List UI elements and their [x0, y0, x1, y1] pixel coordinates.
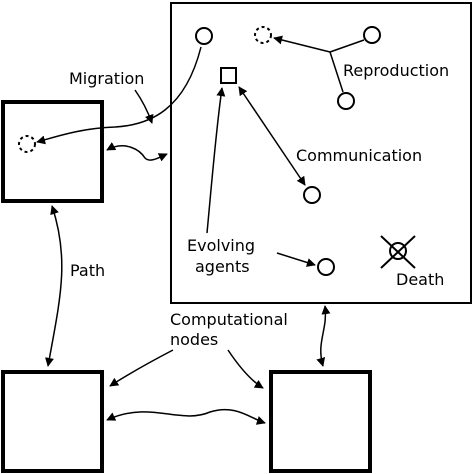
computational-arrow-right: [227, 349, 264, 389]
migration-label: Migration: [69, 69, 144, 88]
evolving-arrow-circle: [276, 252, 316, 267]
node-box-main: [170, 2, 472, 304]
path-link: [45, 205, 63, 367]
node-box-left: [1, 100, 104, 203]
agent-dashed-offspring: [254, 26, 272, 44]
evolving-label-line2: agents: [195, 257, 250, 276]
link-left-main: [106, 142, 168, 162]
reproduction-link-a: [329, 39, 365, 53]
agent-parent-a: [363, 26, 381, 44]
agent-circle-top: [195, 27, 213, 45]
death-label: Death: [396, 270, 444, 289]
death-icon: [380, 235, 416, 269]
evolving-label-line1: Evolving: [187, 236, 255, 255]
agent-communication: [303, 186, 321, 204]
reproduction-arrow: [273, 35, 331, 53]
link-bottom: [106, 408, 266, 425]
computational-label-line2: nodes: [170, 330, 218, 349]
agent-parent-b: [337, 92, 355, 110]
node-box-bottom-right: [269, 370, 372, 473]
path-label: Path: [70, 261, 105, 280]
reproduction-label: Reproduction: [343, 61, 449, 80]
migration-arrow: [36, 46, 202, 145]
agent-evolving: [317, 258, 335, 276]
communication-arrow: [238, 86, 306, 186]
agent-migrated-dashed: [18, 135, 36, 153]
reproduction-link-b: [329, 51, 344, 93]
computational-label-line1: Computational: [170, 310, 288, 329]
communication-label: Communication: [296, 146, 422, 165]
node-box-bottom-left: [1, 370, 104, 473]
link-main-bottom-right: [316, 305, 331, 367]
agent-square: [220, 67, 237, 84]
evolving-arrow-square: [206, 87, 226, 234]
migration-label-arrow: [134, 89, 154, 124]
computational-arrow-left: [109, 349, 174, 387]
